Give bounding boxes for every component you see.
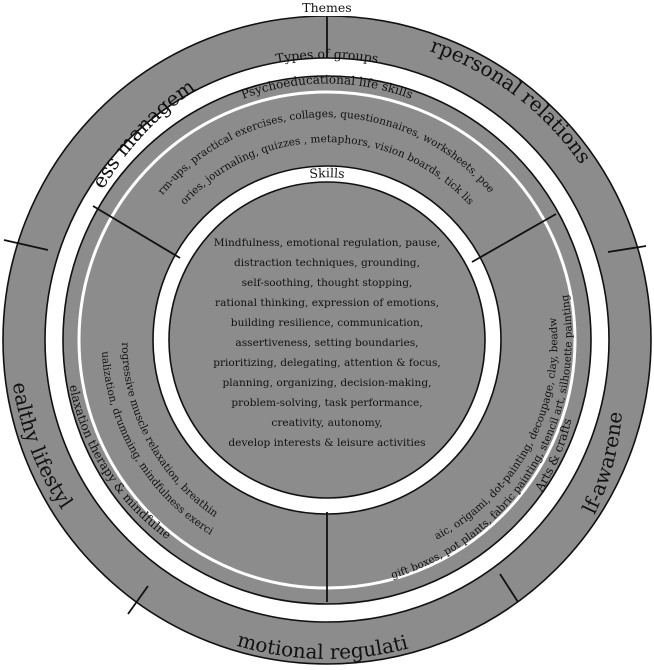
skills-line-10: creativity, autonomy, xyxy=(271,417,382,429)
group-divider-left xyxy=(92,205,181,259)
types-of-groups-title: Types of groups xyxy=(274,46,379,66)
skills-line-3: self-soothing, thought stopping, xyxy=(242,277,413,289)
skills-line-8: planning, organizing, decision-making, xyxy=(222,377,431,389)
skills-title: Skills xyxy=(309,165,346,181)
skills-list: Mindfulness, emotional regulation, pause… xyxy=(213,237,441,449)
theme-divider-bottom-right xyxy=(499,573,519,603)
skills-line-7: prioritizing, delegating, attention & fo… xyxy=(213,357,441,369)
skills-line-5: building resilience, communication, xyxy=(231,317,423,329)
theme-divider-left xyxy=(3,239,49,251)
skills-line-1: Mindfulness, emotional regulation, pause… xyxy=(214,237,441,249)
skills-line-9: problem-solving, task performance, xyxy=(231,397,422,409)
theme-divider-right xyxy=(607,245,647,253)
skills-line-2: distraction techniques, grounding, xyxy=(234,257,420,269)
theme-divider-bottom-left xyxy=(127,585,149,615)
skills-line-6: assertiveness, setting boundaries, xyxy=(235,337,418,349)
skills-line-4: rational thinking, expression of emotion… xyxy=(215,297,439,309)
skills-line-11: develop interests & leisure activities xyxy=(228,437,425,449)
skills-core xyxy=(168,181,486,499)
themes-title-bg xyxy=(298,0,358,16)
themes-title: Themes xyxy=(302,0,351,15)
group-divider-right xyxy=(471,213,557,263)
